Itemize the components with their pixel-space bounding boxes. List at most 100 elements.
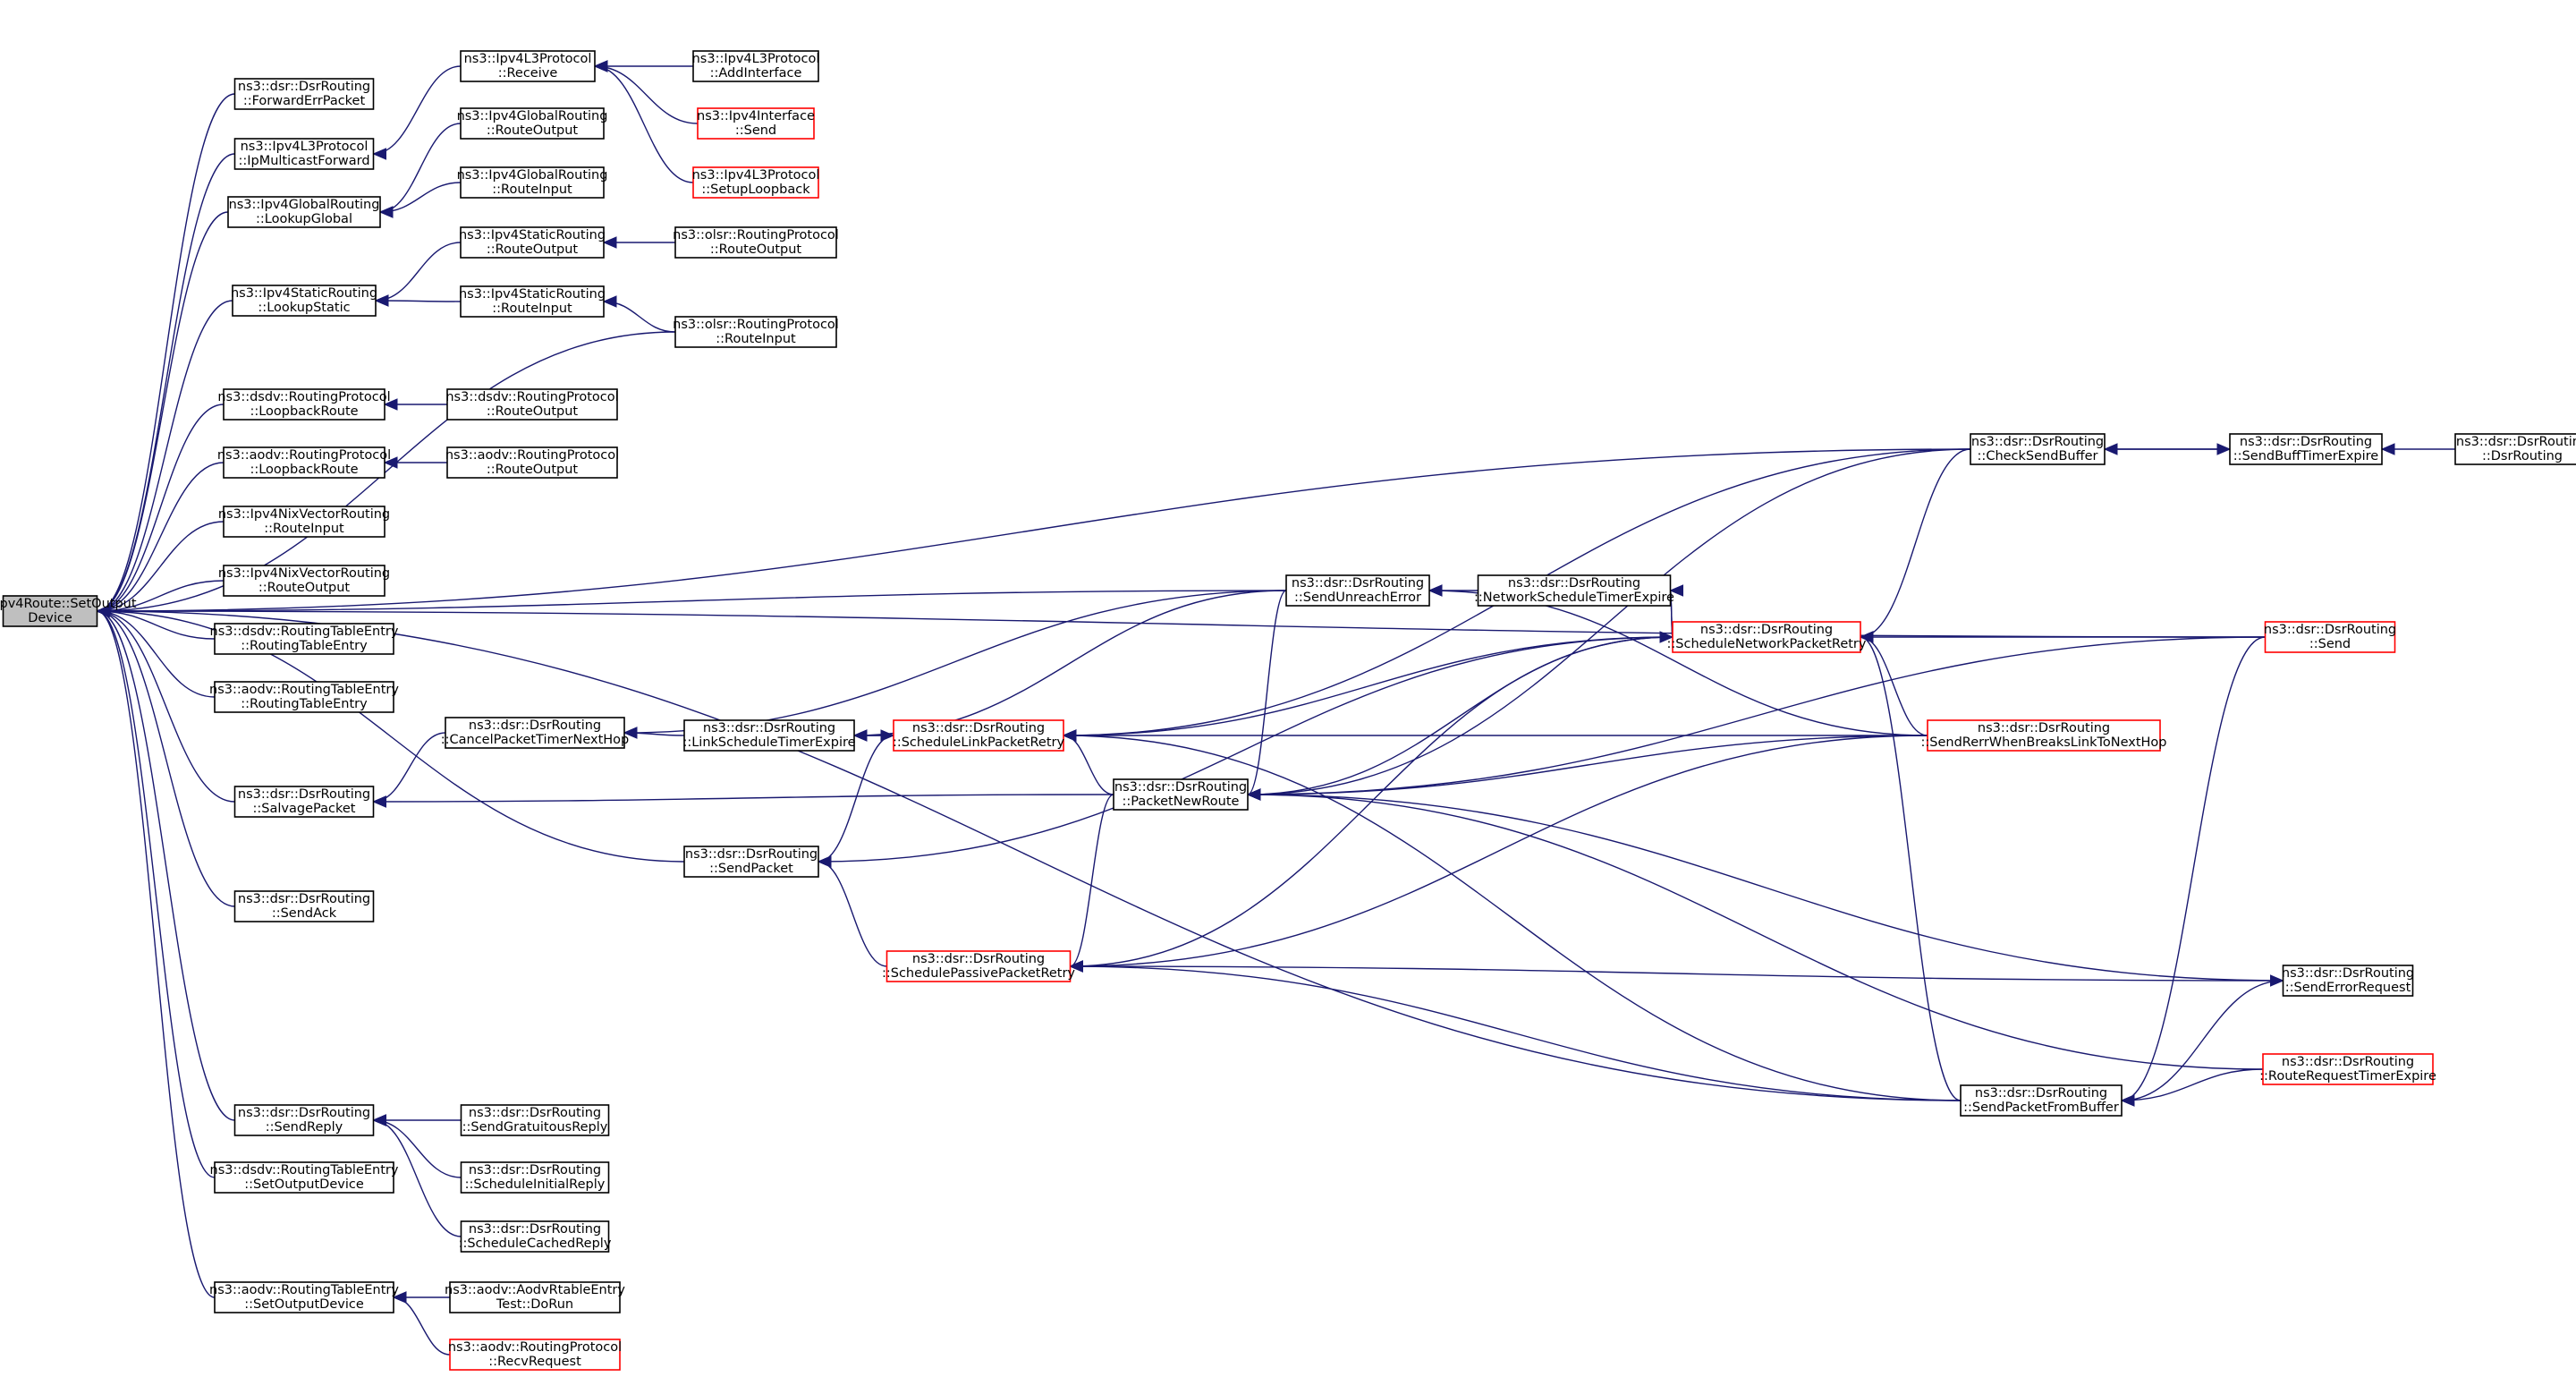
node-n1[interactable]: ns3::dsr::DsrRouting::ForwardErrPacket bbox=[233, 78, 375, 110]
node-n7[interactable]: ns3::Ipv4NixVectorRouting::RouteInput bbox=[218, 506, 390, 538]
edge-n28-to-n15 bbox=[392, 1291, 451, 1356]
node-label-line: ::RouteOutput bbox=[258, 581, 351, 595]
node-label-line: ns3::dsr::DsrRouting bbox=[1700, 623, 1833, 637]
node-n23[interactable]: ns3::dsr::DsrRouting::CancelPacketTimerN… bbox=[441, 717, 630, 749]
node-n46[interactable]: ns3::dsr::DsrRouting::Send bbox=[2264, 621, 2396, 653]
node-n30[interactable]: ns3::Ipv4Interface::Send bbox=[697, 107, 815, 140]
node-label-line: ns3::dsdv::RoutingProtocol bbox=[445, 390, 618, 404]
node-n20[interactable]: ns3::Ipv4StaticRouting::RouteInput bbox=[459, 285, 606, 318]
edge-n15-to-root bbox=[96, 605, 216, 1298]
node-n11[interactable]: ns3::dsr::DsrRouting::SalvagePacket bbox=[233, 786, 375, 818]
node-label-line: ::RecvRequest bbox=[488, 1355, 581, 1369]
edge-n39-to-n34 bbox=[852, 590, 1287, 742]
edge-n36-to-n35 bbox=[817, 735, 894, 868]
node-n34[interactable]: ns3::dsr::DsrRouting::LinkScheduleTimerE… bbox=[682, 719, 856, 752]
node-label-line: ::RoutingTableEntry bbox=[241, 697, 368, 711]
node-n47[interactable]: ns3::dsr::DsrRouting::SendErrorRequest bbox=[2282, 965, 2414, 997]
edge-n2-to-root bbox=[96, 153, 235, 617]
edge-n30-to-n16 bbox=[593, 60, 699, 124]
node-n17[interactable]: ns3::Ipv4GlobalRouting::RouteOutput bbox=[457, 107, 608, 140]
node-n48[interactable]: ns3::dsr::DsrRouting::RouteRequestTimerE… bbox=[2259, 1053, 2436, 1085]
node-n33[interactable]: ns3::olsr::RoutingProtocol::RouteInput bbox=[673, 316, 839, 348]
node-n13[interactable]: ns3::dsr::DsrRouting::SendReply bbox=[233, 1104, 375, 1136]
node-label-line: ns3::dsr::DsrRouting bbox=[685, 847, 818, 862]
node-n10[interactable]: ns3::aodv::RoutingTableEntry::RoutingTab… bbox=[209, 681, 399, 713]
node-n16[interactable]: ns3::Ipv4L3Protocol::Receive bbox=[460, 50, 596, 82]
node-label-line: ns3::aodv::RoutingProtocol bbox=[448, 1340, 622, 1355]
node-n42[interactable]: ns3::dsr::DsrRouting::SendRerrWhenBreaks… bbox=[1920, 719, 2167, 752]
edge-n49-to-n37 bbox=[1069, 960, 1962, 1101]
edge-n33-to-n20 bbox=[602, 295, 676, 333]
node-n15[interactable]: ns3::aodv::RoutingTableEntry::SetOutputD… bbox=[209, 1281, 399, 1313]
node-n49[interactable]: ns3::dsr::DsrRouting::SendPacketFromBuff… bbox=[1960, 1084, 2123, 1117]
node-label-line: ns3::dsr::DsrRouting bbox=[1292, 576, 1424, 591]
edge-n37-to-n35 bbox=[817, 855, 887, 967]
node-n38[interactable]: ns3::dsr::DsrRouting::PacketNewRoute bbox=[1113, 778, 1249, 811]
node-label-line: ::RouteInput bbox=[492, 183, 572, 197]
node-label-line: ::RouteInput bbox=[716, 332, 796, 346]
node-n40[interactable]: ns3::dsr::DsrRouting::NetworkScheduleTim… bbox=[1474, 574, 1674, 607]
node-n22[interactable]: ns3::aodv::RoutingProtocol::RouteOutput bbox=[445, 446, 619, 479]
node-n35[interactable]: ns3::dsr::DsrRouting::SendPacket bbox=[683, 846, 819, 878]
node-n31[interactable]: ns3::Ipv4L3Protocol::SetupLoopback bbox=[692, 166, 820, 199]
node-label-line: ::SetOutputDevice bbox=[244, 1297, 364, 1312]
node-n19[interactable]: ns3::Ipv4StaticRouting::RouteOutput bbox=[459, 226, 606, 259]
edge-n48-to-n49 bbox=[2120, 1068, 2264, 1107]
node-n28[interactable]: ns3::aodv::RoutingProtocol::RecvRequest bbox=[448, 1339, 622, 1371]
node-label-line: ::RouteRequestTimerExpire bbox=[2259, 1069, 2436, 1084]
node-n18[interactable]: ns3::Ipv4GlobalRouting::RouteInput bbox=[457, 166, 608, 199]
node-n8[interactable]: ns3::Ipv4NixVectorRouting::RouteOutput bbox=[218, 565, 390, 597]
node-label-line: ::LoopbackRoute bbox=[250, 404, 358, 419]
node-n2[interactable]: ns3::Ipv4L3Protocol::IpMulticastForward bbox=[233, 138, 375, 170]
node-label-line: ::CancelPacketTimerNextHop bbox=[441, 733, 630, 747]
node-n32[interactable]: ns3::olsr::RoutingProtocol::RouteOutput bbox=[673, 226, 839, 259]
node-n45[interactable]: ns3::dsr::DsrRouting::DsrRouting bbox=[2454, 433, 2576, 465]
node-n21[interactable]: ns3::dsdv::RoutingProtocol::RouteOutput bbox=[445, 388, 619, 421]
node-label-line: ns3::Ipv4NixVectorRouting bbox=[218, 507, 390, 522]
edge-n39-to-n23 bbox=[623, 590, 1287, 739]
node-label-line: ::RouteOutput bbox=[487, 123, 579, 138]
node-label-line: ns3::olsr::RoutingProtocol bbox=[673, 228, 839, 242]
node-n9[interactable]: ns3::dsdv::RoutingTableEntry::RoutingTab… bbox=[210, 623, 399, 655]
node-n29[interactable]: ns3::Ipv4L3Protocol::AddInterface bbox=[692, 50, 820, 82]
edge-n43-to-n38 bbox=[1246, 448, 1971, 801]
edge-n21-to-n5 bbox=[383, 398, 447, 411]
node-layer: ns3::Ipv4Route::SetOutputDevicens3::dsr:… bbox=[0, 50, 2576, 1371]
node-n25[interactable]: ns3::dsr::DsrRouting::ScheduleInitialRep… bbox=[460, 1161, 610, 1194]
edge-n3-to-root bbox=[96, 211, 229, 617]
node-n37[interactable]: ns3::dsr::DsrRouting::SchedulePassivePac… bbox=[882, 950, 1075, 982]
node-label-line: ::RouteOutput bbox=[710, 242, 802, 257]
edge-n24-to-n13 bbox=[372, 1114, 462, 1126]
node-label-line: ns3::dsr::DsrRouting bbox=[469, 1163, 601, 1177]
node-label-line: ::ScheduleInitialReply bbox=[465, 1177, 606, 1192]
edge-n46-to-n38 bbox=[1246, 636, 2266, 801]
node-label-line: ::RouteInput bbox=[492, 302, 572, 316]
edge-n41-to-n36 bbox=[1062, 636, 1674, 742]
node-n12[interactable]: ns3::dsr::DsrRouting::SendAck bbox=[233, 890, 375, 922]
node-n4[interactable]: ns3::Ipv4StaticRouting::LookupStatic bbox=[231, 285, 377, 317]
node-n6[interactable]: ns3::aodv::RoutingProtocol::LoopbackRout… bbox=[217, 446, 391, 479]
node-label-line: ::Send bbox=[735, 123, 776, 138]
node-label-line: ::CheckSendBuffer bbox=[1978, 449, 2098, 463]
node-n3[interactable]: ns3::Ipv4GlobalRouting::LookupGlobal bbox=[227, 196, 381, 228]
node-label-line: ns3::aodv::RoutingTableEntry bbox=[209, 1283, 399, 1297]
node-label-line: ::AddInterface bbox=[710, 66, 802, 81]
node-n26[interactable]: ns3::dsr::DsrRouting::ScheduleCachedRepl… bbox=[459, 1220, 612, 1253]
node-n5[interactable]: ns3::dsdv::RoutingProtocol::LoopbackRout… bbox=[217, 388, 391, 421]
node-label-line: ns3::dsdv::RoutingTableEntry bbox=[210, 625, 399, 639]
node-n44[interactable]: ns3::dsr::DsrRouting::SendBuffTimerExpir… bbox=[2229, 433, 2383, 465]
node-label-line: ::LookupGlobal bbox=[256, 212, 352, 226]
node-n36[interactable]: ns3::dsr::DsrRouting::ScheduleLinkPacket… bbox=[893, 719, 1065, 752]
node-root[interactable]: ns3::Ipv4Route::SetOutputDevice bbox=[0, 595, 137, 627]
node-label-line: ns3::aodv::RoutingProtocol bbox=[217, 448, 391, 463]
edge-n39-to-n38 bbox=[1246, 590, 1287, 801]
node-label-line: ns3::dsr::DsrRouting bbox=[1508, 576, 1640, 591]
node-n14[interactable]: ns3::dsdv::RoutingTableEntry::SetOutputD… bbox=[210, 1161, 399, 1194]
node-n39[interactable]: ns3::dsr::DsrRouting::SendUnreachError bbox=[1285, 574, 1430, 607]
node-n41[interactable]: ns3::dsr::DsrRouting::ScheduleNetworkPac… bbox=[1667, 621, 1867, 653]
node-label-line: ns3::dsr::DsrRouting bbox=[238, 1106, 370, 1120]
node-n24[interactable]: ns3::dsr::DsrRouting::SendGratuitousRepl… bbox=[460, 1104, 610, 1136]
node-n43[interactable]: ns3::dsr::DsrRouting::CheckSendBuffer bbox=[1970, 433, 2106, 465]
node-label-line: ns3::dsr::DsrRouting bbox=[238, 80, 370, 94]
